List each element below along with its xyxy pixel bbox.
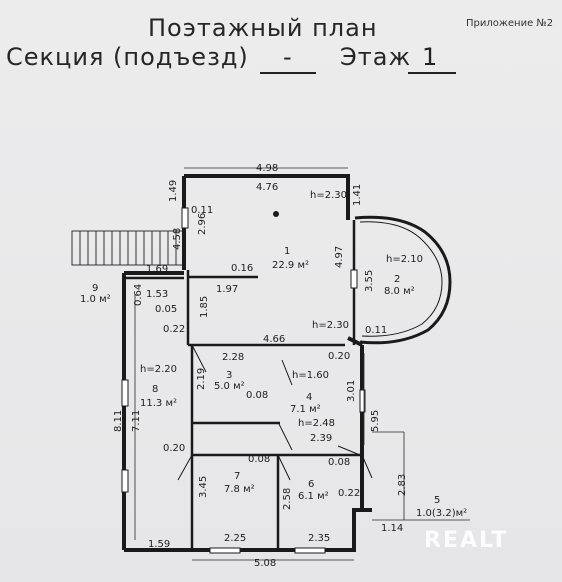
dim-3-45: 3.45 [198,476,209,498]
floor-label: Этаж [340,43,412,71]
dim-2-19: 2.19 [196,368,207,390]
room-6-number: 6 [308,479,314,490]
floor-blank-line [408,50,456,74]
room-3-number: 3 [226,370,232,381]
exterior-walls [122,174,372,552]
door-swings [177,344,373,481]
dim-1-85: 1.85 [199,296,210,318]
room-8-number: 8 [152,384,158,395]
dim-1-59: 1.59 [148,539,170,550]
room-5-area: 1.0(3.2)м² [416,508,467,519]
dim-1-97: 1.97 [216,284,238,295]
room-2-number: 2 [394,274,400,285]
room-7-area: 7.8 м² [224,484,255,495]
bay-window [354,215,452,345]
watermark-logo: REALT [424,528,509,553]
dim-2-83: 2.83 [397,474,408,496]
room-7-number: 7 [234,471,240,482]
dim-0-11a: 0.11 [191,205,213,216]
stairs [71,230,185,266]
dim-4-58: 4.58 [172,228,183,250]
dim-2-35: 2.35 [308,533,330,544]
dim-1-69: 1.69 [146,264,168,275]
room-4-area: 7.1 м² [290,404,321,415]
dim-5-08: 5.08 [254,558,276,569]
room-8-area: 11.3 м² [140,398,177,409]
room-5-number: 5 [434,495,440,506]
room-3-area: 5.0 м² [214,381,245,392]
section-label: Секция (подъезд) [6,43,249,71]
section-blank-line [260,50,316,74]
dim-5-95: 5.95 [370,410,381,432]
room-9-area: 1.0 м² [80,294,111,305]
dim-7-11: 7.11 [131,410,142,432]
room-9-number: 9 [92,283,98,294]
dim-4-97: 4.97 [334,246,345,268]
section-value: - [283,43,292,71]
dim-0-20a: 0.20 [328,351,350,362]
dim-0-16: 0.16 [231,263,253,274]
room-4-number: 4 [306,392,312,403]
dim-0-22a: 0.22 [163,324,185,335]
dim-2-58: 2.58 [282,488,293,510]
dim-2-28: 2.28 [222,352,244,363]
dim-4-66: 4.66 [263,334,285,345]
dim-0-08a: 0.08 [246,390,268,401]
dim-0-05: 0.05 [155,304,177,315]
dim-1-53: 1.53 [146,289,168,300]
dim-1-14: 1.14 [381,523,403,534]
height-room1: h=2.30 [310,190,347,201]
dim-0-08b: 0.08 [248,454,270,465]
height-room8: h=2.20 [140,364,177,375]
dim-1-49: 1.49 [168,180,179,202]
height-room2b: h=2.30 [312,320,349,331]
room-2-area: 8.0 м² [384,286,415,297]
dim-0-11b: 0.11 [365,325,387,336]
appendix-label: Приложение №2 [466,18,554,29]
height-room2: h=2.10 [386,254,423,265]
interior-walls [124,220,362,550]
dim-4-76: 4.76 [256,182,278,193]
dim-3-01: 3.01 [346,380,357,402]
room-1-number: 1 [284,246,290,257]
dim-3-55: 3.55 [364,270,375,292]
dim-0-08c: 0.08 [328,457,350,468]
dim-0-64: 0.64 [133,284,144,306]
room-6-area: 6.1 м² [298,491,329,502]
dim-0-20b: 0.20 [163,443,185,454]
dimension-lines [134,167,470,561]
plan-title: Поэтажный план [148,14,378,42]
room-1-area: 22.9 м² [272,260,309,271]
floor-value: 1 [422,43,438,71]
dim-2-39: 2.39 [310,433,332,444]
dim-0-22b: 0.22 [338,488,360,499]
dim-1-41: 1.41 [352,184,363,206]
fixture-dot [273,211,279,217]
dim-8-11: 8.11 [113,410,124,432]
height-stair: h=1.60 [292,370,329,381]
dim-4-98: 4.98 [256,163,278,174]
dim-2-96: 2.96 [197,213,208,235]
height-room4: h=2.48 [298,418,335,429]
window-marks [121,207,366,554]
dim-2-25: 2.25 [224,533,246,544]
